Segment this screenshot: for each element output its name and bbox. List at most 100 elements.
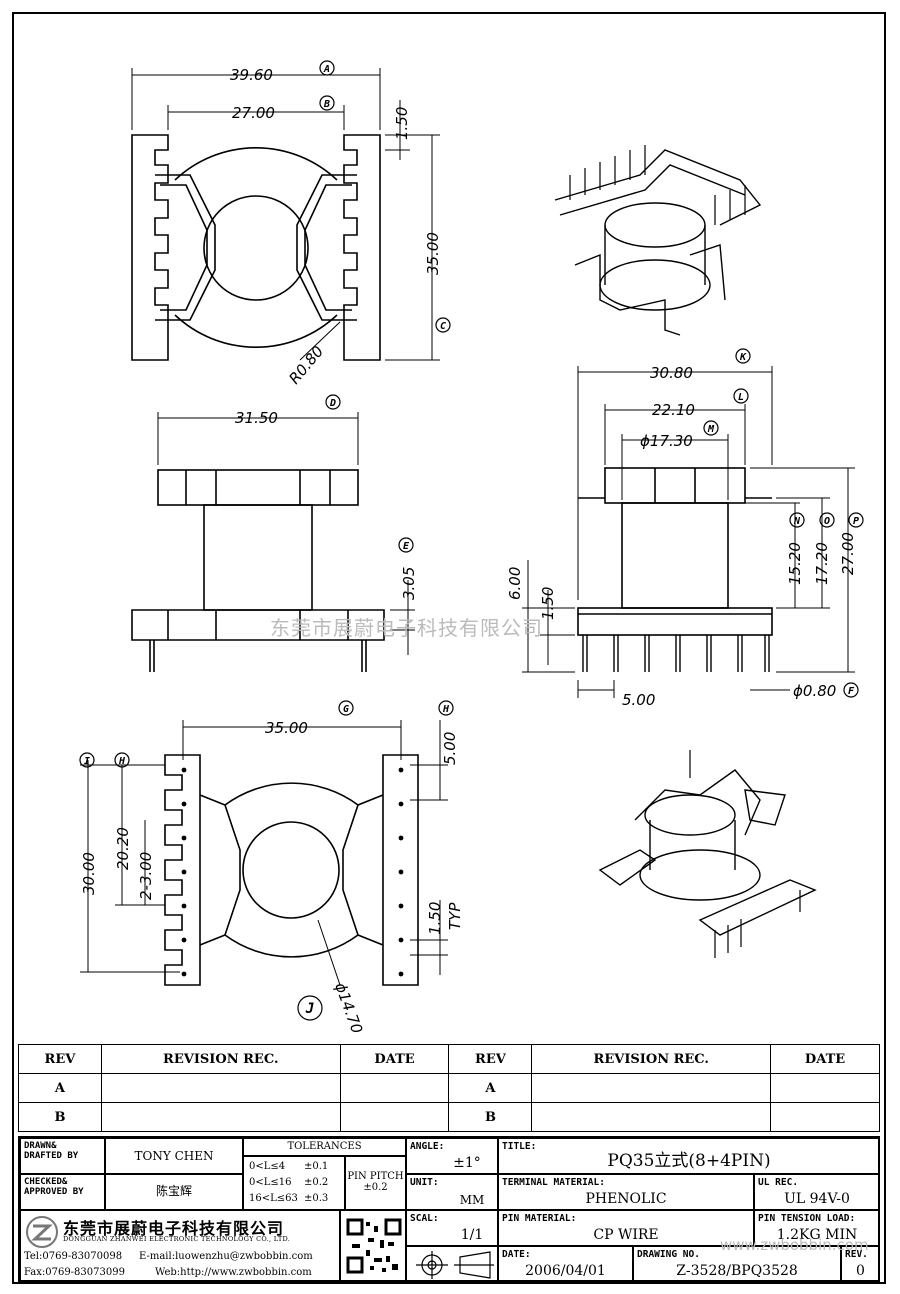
revision-header-row: REV REVISION REC. DATE REV REVISION REC.… <box>18 1044 880 1074</box>
tolerances-label: TOLERANCES <box>287 1141 362 1152</box>
tolerance-row: 0<L≤16 ±0.2 <box>249 1177 329 1188</box>
marker-g: G <box>343 704 349 715</box>
marker-o: O <box>824 516 830 527</box>
date-header: DATE <box>339 1044 450 1074</box>
terminal-value: PHENOLIC <box>585 1191 667 1207</box>
marker-k: K <box>739 352 747 363</box>
unit-cell: UNIT: MM <box>406 1174 498 1210</box>
angle-cell: ANGLE: ±1° <box>406 1138 498 1174</box>
bottom-view-dims <box>80 720 448 986</box>
pin-pitch-label: PIN PITCH <box>347 1171 404 1182</box>
marker-m: M <box>707 424 715 435</box>
revision-cell <box>100 1102 341 1132</box>
revision-rec-header: REVISION REC. <box>100 1044 341 1074</box>
checked-value: 陈宝辉 <box>155 1184 192 1198</box>
drawn-value-cell: TONY CHEN <box>105 1138 243 1174</box>
rev-value: 0 <box>856 1263 865 1279</box>
qr-cell <box>340 1210 406 1282</box>
iso-view-top <box>554 145 762 336</box>
rev-cell: B <box>448 1102 533 1132</box>
dim-side-v1: 6.00 <box>506 567 524 600</box>
front-view-dims <box>157 412 415 655</box>
pin-pitch-cell: PIN PITCH ±0.2 <box>345 1156 406 1210</box>
checked-label-cell: CHECKED& APPROVED BY <box>20 1174 105 1210</box>
marker-c: C <box>440 321 446 332</box>
company-tel: Tel:0769-83070098 <box>24 1251 123 1262</box>
marker-a: A <box>323 64 330 75</box>
dim-pin-dia: ϕ0.80 <box>793 682 836 700</box>
revision-cell <box>531 1102 772 1132</box>
drawn-label-cell: DRAWN& DRAFTED BY <box>20 1138 105 1174</box>
marker-i2: H <box>118 756 126 767</box>
marker-h: H <box>442 704 450 715</box>
revision-cell <box>100 1073 341 1103</box>
marker-e: E <box>403 541 410 552</box>
dim-bottom-l3: 2-3.00 <box>137 852 155 900</box>
marker-b: B <box>323 99 330 110</box>
top-view <box>131 134 381 361</box>
rev-cell: REV. 0 <box>841 1246 880 1282</box>
title-label: TITLE: <box>502 1141 537 1152</box>
drawing-frame <box>12 12 886 1284</box>
rev-cell: A <box>448 1073 533 1103</box>
angle-value: ±1° <box>453 1155 481 1171</box>
dim-bottom-t: 1.50 <box>426 902 444 935</box>
company-web: Web:http://www.zwbobbin.com <box>155 1267 312 1278</box>
date-cell <box>770 1102 880 1132</box>
date-value: 2006/04/01 <box>525 1263 606 1279</box>
marker-p: P <box>853 516 859 527</box>
revision-rec-header-2: REVISION REC. <box>531 1044 772 1074</box>
company-logo-icon <box>26 1216 58 1248</box>
marker-l: L <box>738 392 744 403</box>
table-row: B B <box>18 1102 880 1132</box>
company-name-cn: 东莞市展蔚电子科技有限公司 <box>63 1219 285 1238</box>
company-fax: Fax:0769-83073099 <box>24 1267 125 1278</box>
technical-drawing: 39.60 27.00 1.50 35.00 R0.80 31.50 3.05 <box>80 66 857 1036</box>
date-cell: DATE: 2006/04/01 <box>498 1246 633 1282</box>
drawing-no-value: Z-3528/BPQ3528 <box>676 1263 798 1279</box>
rev-header-2: REV <box>448 1044 533 1074</box>
revision-cell <box>531 1073 772 1103</box>
drawn-value: TONY CHEN <box>134 1149 214 1163</box>
marker-f: F <box>848 686 855 697</box>
marker-layer: A B C D E K L M N O P F G H I H J <box>79 60 864 1021</box>
revision-table: REV REVISION REC. DATE REV REVISION REC.… <box>18 1044 880 1132</box>
ul-value: UL 94V-0 <box>784 1191 850 1207</box>
scale-label: SCAL: <box>410 1213 439 1224</box>
tolerance-rows: 0<L≤4 ±0.1 0<L≤16 ±0.2 16<L≤63 ±0.3 <box>243 1156 345 1210</box>
dim-side-h2: 17.20 <box>813 542 831 585</box>
reference-markers: A B C D E K L M N O P F G H I H J <box>79 60 864 1021</box>
dim-side-h3: 27.00 <box>839 532 857 575</box>
checked-label: CHECKED& APPROVED BY <box>24 1177 84 1197</box>
ul-cell: UL REC. UL 94V-0 <box>754 1174 880 1210</box>
pin-material-value: CP WIRE <box>593 1227 659 1243</box>
dim-side-width: 30.80 <box>650 364 693 382</box>
dim-top-height: 35.00 <box>424 232 442 275</box>
dim-bottom-l1: 30.00 <box>80 852 98 895</box>
scale-value: 1/1 <box>460 1227 484 1243</box>
unit-label: UNIT: <box>410 1177 439 1188</box>
tension-label: PIN TENSION LOAD: <box>758 1213 856 1224</box>
rev-header: REV <box>18 1044 102 1074</box>
date-cell <box>339 1073 450 1103</box>
company-cell: 东莞市展蔚电子科技有限公司 DONGGUAN ZHANWEI ELECTRONI… <box>20 1210 340 1282</box>
rev-label: REV. <box>845 1249 868 1260</box>
terminal-label: TERMINAL MATERIAL: <box>502 1177 605 1188</box>
dim-front-h: 3.05 <box>400 567 418 600</box>
dim-side-core: ϕ17.30 <box>640 432 693 450</box>
projection-cell <box>406 1246 498 1282</box>
drawn-label: DRAWN& DRAFTED BY <box>24 1141 79 1161</box>
tolerance-row: 0<L≤4 ±0.1 <box>249 1161 329 1172</box>
title-cell: TITLE: PQ35立式(8+4PIN) <box>498 1138 880 1174</box>
title-value: PQ35立式(8+4PIN) <box>607 1151 771 1171</box>
date-cell <box>770 1073 880 1103</box>
tension-cell: PIN TENSION LOAD: 1.2KG MIN <box>754 1210 880 1246</box>
marker-d: D <box>329 398 336 409</box>
title-block: DRAWN& DRAFTED BY TONY CHEN CHECKED& APP… <box>18 1136 880 1282</box>
dim-top-inner: 27.00 <box>232 104 275 122</box>
company-email: E-mail:luowenzhu@zwbobbin.com <box>139 1251 313 1262</box>
marker-i: I <box>84 756 90 767</box>
date-header-2: DATE <box>770 1044 880 1074</box>
projection-symbol-icon <box>416 1251 494 1279</box>
pin-material-cell: PIN MATERIAL: CP WIRE <box>498 1210 754 1246</box>
